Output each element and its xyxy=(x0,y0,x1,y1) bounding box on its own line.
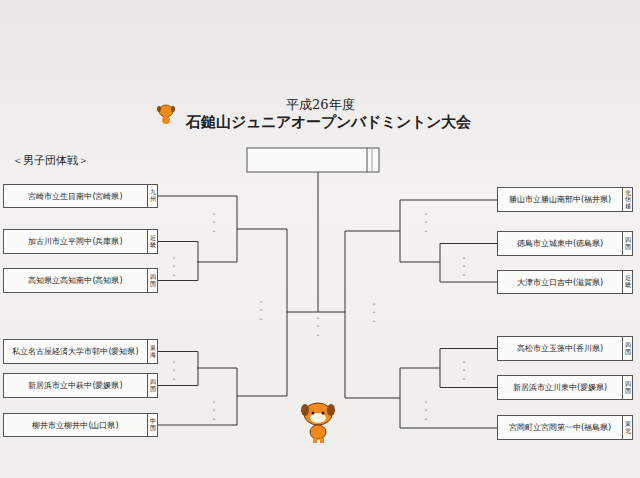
team-name: 宮岡町立宮岡第一中(福島県) xyxy=(498,416,622,439)
score-placeholder: - - - xyxy=(259,298,263,323)
bracket-connector xyxy=(440,349,497,388)
region-cell: 東海 xyxy=(147,340,157,363)
region-name: 九州 xyxy=(150,189,156,202)
team-box: 新居浜市立川東中(愛媛県)四国 xyxy=(497,375,633,400)
score-placeholder: - - - xyxy=(212,210,216,235)
score-placeholder: - - - xyxy=(212,398,216,423)
region-name: 四国 xyxy=(625,342,631,355)
region-name: 四国 xyxy=(625,381,631,394)
team-name: 新居浜市立川東中(愛媛県) xyxy=(498,376,622,399)
score-placeholder: - - - xyxy=(462,254,466,279)
region-name: 四国 xyxy=(150,379,156,392)
team-box: 大津市立日吉中(滋賀県)近畿 xyxy=(497,270,633,294)
team-box: 高松市立玉藻中(香川県)四国 xyxy=(497,336,633,361)
team-name: 徳島市立城東中(徳島県) xyxy=(498,232,622,255)
region-cell: 四国 xyxy=(622,232,632,255)
title: 石鎚山ジュニアオープンバドミントン大会 xyxy=(186,113,471,132)
region-name: 東海 xyxy=(150,345,156,358)
team-name: 勝山市立勝山南部中(福井県) xyxy=(498,188,622,211)
team-box: 宮岡町立宮岡第一中(福島県)東北 xyxy=(497,415,633,440)
score-placeholder: - - - xyxy=(172,358,176,383)
team-box: 宮崎市立生目南中(宮崎県)九州 xyxy=(3,184,158,208)
team-box: 柳井市立柳井中(山口県)中国 xyxy=(3,413,158,437)
team-box: 新居浜市立中萩中(愛媛県)四国 xyxy=(3,373,158,398)
mascot-icon xyxy=(301,403,335,443)
score-placeholder: - - - xyxy=(424,210,428,235)
score-placeholder: - - - xyxy=(424,398,428,423)
score-placeholder: - - - xyxy=(316,314,320,339)
mascot-icon xyxy=(157,105,175,124)
team-name: 柳井市立柳井中(山口県) xyxy=(4,414,147,436)
team-box: 徳島市立城東中(徳島県)四国 xyxy=(497,231,633,256)
region-cell: 近畿 xyxy=(622,271,632,293)
region-cell: 九州 xyxy=(147,185,157,207)
region-name: 中国 xyxy=(150,418,156,431)
section-label: ＜男子団体戦＞ xyxy=(12,153,89,168)
region-name: 東北 xyxy=(625,421,631,434)
region-cell: 東北 xyxy=(622,416,632,439)
team-name: 私立名古屋経済大学市邨中(愛知県) xyxy=(4,340,147,363)
bracket-connector xyxy=(158,352,198,386)
team-box: 高知県立高知南中(高知県)四国 xyxy=(3,268,158,293)
region-name: 四国 xyxy=(625,237,631,250)
region-cell: 中国 xyxy=(147,414,157,436)
team-box: 加古川市立平岡中(兵庫県)近畿 xyxy=(3,229,158,254)
region-name: 北信越 xyxy=(625,190,631,210)
score-placeholder: - - - xyxy=(172,254,176,279)
team-name: 高知県立高知南中(高知県) xyxy=(4,269,147,292)
team-box: 勝山市立勝山南部中(福井県)北信越 xyxy=(497,187,633,212)
team-name: 新居浜市立中萩中(愛媛県) xyxy=(4,374,147,397)
bracket-connector xyxy=(440,244,497,283)
bracket-lines xyxy=(157,148,497,428)
region-name: 近畿 xyxy=(625,275,631,288)
region-cell: 四国 xyxy=(622,376,632,399)
region-cell: 四国 xyxy=(147,374,157,397)
region-cell: 北信越 xyxy=(622,188,632,211)
team-name: 加古川市立平岡中(兵庫県) xyxy=(4,230,147,253)
team-name: 宮崎市立生目南中(宮崎県) xyxy=(4,185,147,207)
year-heading: 平成26年度 xyxy=(286,96,355,114)
region-cell: 四国 xyxy=(147,269,157,292)
team-name: 高松市立玉藻中(香川県) xyxy=(498,337,622,360)
team-box: 私立名古屋経済大学市邨中(愛知県)東海 xyxy=(3,339,158,364)
region-cell: 四国 xyxy=(622,337,632,360)
bracket-connector xyxy=(158,242,198,281)
region-cell: 近畿 xyxy=(147,230,157,253)
region-name: 近畿 xyxy=(150,235,156,248)
score-placeholder: - - - xyxy=(372,300,376,325)
region-name: 四国 xyxy=(150,274,156,287)
team-name: 大津市立日吉中(滋賀県) xyxy=(498,271,622,293)
score-placeholder: - - - xyxy=(462,358,466,383)
